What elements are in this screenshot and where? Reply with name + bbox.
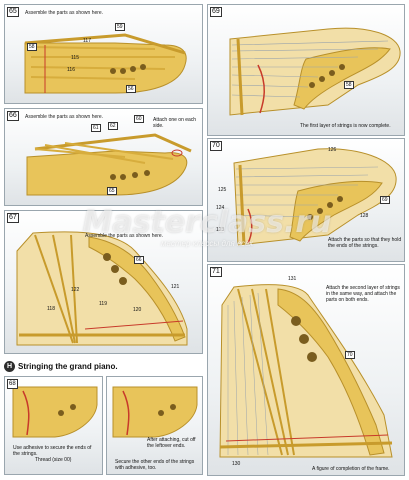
step-instruction: Assemble the parts as shown here. xyxy=(25,10,104,16)
step-caption: The first layer of strings is now comple… xyxy=(300,123,391,129)
step-caption: Attach the second layer of strings in th… xyxy=(326,285,400,303)
step-number: 68 xyxy=(7,379,18,389)
part-label: 116 xyxy=(67,67,75,73)
part-label: 122 xyxy=(71,287,80,293)
piano-frame-illustration xyxy=(233,148,397,246)
panel-step-69: 69 58 The first layer of strings is now … xyxy=(207,4,405,136)
part-label: 124 xyxy=(216,205,225,211)
part-label: 60 xyxy=(134,115,144,123)
piano-frame-illustration xyxy=(219,284,393,458)
step-caption: Attach the parts so that they hold the e… xyxy=(328,237,402,249)
part-label: 119 xyxy=(99,301,107,307)
piano-frame-illustration xyxy=(229,27,401,116)
step-note: Attach one on each side. xyxy=(153,117,197,129)
thread-size-note: Thread (size 00) xyxy=(35,457,72,463)
step-instruction: Assemble the parts as shown here. xyxy=(25,114,104,120)
part-label: 125 xyxy=(218,187,227,193)
part-label: 62 xyxy=(108,122,118,130)
part-label: 117 xyxy=(83,38,91,44)
panel-step-71: 71 131 Attach the second layer of string… xyxy=(207,264,405,476)
panel-cut-ends: After attaching, cut off the leftover en… xyxy=(106,376,203,475)
step-number: 71 xyxy=(210,267,222,277)
part-label: 120 xyxy=(133,307,142,313)
step-number: 66 xyxy=(7,111,19,121)
part-label: 131 xyxy=(288,276,297,282)
part-label: 118 xyxy=(47,306,55,312)
panel-glue-strings: 68 Use adhesive to secure the ends of th… xyxy=(4,376,103,475)
step-number: 70 xyxy=(210,141,222,151)
step-caption: Secure the other ends of the strings wit… xyxy=(115,459,195,471)
string-end-illustration xyxy=(12,386,98,438)
part-label: 65 xyxy=(107,187,117,195)
part-label: 69 xyxy=(380,196,390,204)
part-label: 61 xyxy=(91,124,101,132)
part-label: 58 xyxy=(27,43,37,51)
section-badge: H xyxy=(4,360,15,372)
piano-frame-illustration xyxy=(16,231,188,346)
string-end-illustration xyxy=(112,386,198,438)
part-label: 126 xyxy=(328,147,337,153)
step-instruction: Assemble the parts as shown here. xyxy=(85,233,164,239)
cut-ends-note: After attaching, cut off the leftover en… xyxy=(147,437,196,449)
panel-step-70: 70 126 125 124 123 69 128 Attach the par… xyxy=(207,138,405,262)
part-label: 56 xyxy=(126,85,136,93)
part-label: 130 xyxy=(232,461,241,467)
panel-step-67: 67 Assemble the parts as shown here. 66 … xyxy=(4,210,203,354)
section-title: Stringing the grand piano. xyxy=(18,361,118,371)
step-number: 67 xyxy=(7,213,19,223)
part-label: 121 xyxy=(171,284,180,290)
part-label: 115 xyxy=(71,55,79,61)
part-label: 66 xyxy=(134,256,144,264)
step-caption: Use adhesive to secure the ends of the s… xyxy=(13,445,92,457)
panel-step-65: 65 Assemble the parts as shown here. 59 … xyxy=(4,4,203,104)
piano-frame-illustration xyxy=(26,133,192,196)
part-label: 70 xyxy=(345,351,355,359)
part-label: 59 xyxy=(115,23,125,31)
step-number: 69 xyxy=(210,7,222,17)
part-label: 128 xyxy=(360,213,369,219)
piano-frame-illustration xyxy=(24,33,187,94)
part-label: 123 xyxy=(216,227,225,233)
completion-caption: A figure of completion of the frame. xyxy=(312,466,390,472)
section-heading: H Stringing the grand piano. xyxy=(4,358,204,374)
step-number: 65 xyxy=(7,7,19,17)
part-label: 58 xyxy=(344,81,354,89)
panel-step-66: 66 Assemble the parts as shown here. 61 … xyxy=(4,108,203,206)
